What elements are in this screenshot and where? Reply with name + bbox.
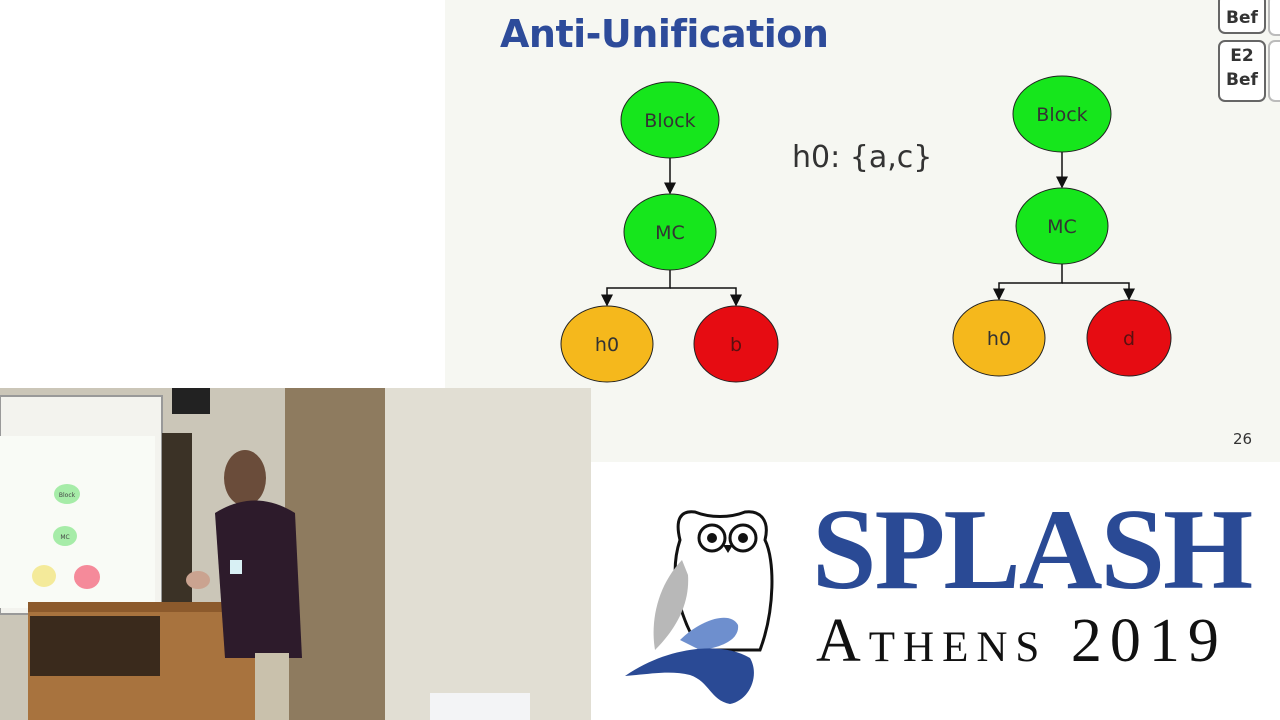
screen-node-label: MC xyxy=(60,534,69,541)
node-label: Block xyxy=(1036,104,1087,126)
node-label: b xyxy=(730,334,742,356)
side-button-stub xyxy=(1268,40,1280,102)
video-frame: Block MC xyxy=(0,388,591,720)
speaker-video: Block MC xyxy=(0,388,591,720)
side-button-bef[interactable]: Bef xyxy=(1218,0,1266,34)
node-mc xyxy=(1015,187,1109,265)
tree-right: Block MC h0 d xyxy=(952,75,1172,377)
side-button-stub xyxy=(1268,0,1280,36)
mapping-label: h0: {a,c} xyxy=(792,140,933,175)
node-label: h0 xyxy=(595,334,619,356)
node-block xyxy=(620,81,720,159)
speaker-head xyxy=(224,450,266,506)
logo-title: SPLASH xyxy=(812,486,1253,614)
node-h0 xyxy=(560,305,654,383)
tree-left: Block MC h0 b xyxy=(560,81,779,383)
edge-mc-leaf xyxy=(670,287,742,307)
edge-mc-h0 xyxy=(993,264,1063,301)
node-label: MC xyxy=(655,222,685,244)
side-button-label: E2 xyxy=(1230,46,1254,66)
screen-node-label: Block xyxy=(59,492,76,499)
node-leaf xyxy=(1086,299,1172,377)
node-mc xyxy=(623,193,717,271)
side-button-label: Bef xyxy=(1226,70,1258,90)
edge-mc-leaf xyxy=(1062,282,1135,301)
node-label: Block xyxy=(644,110,695,132)
node-leaf xyxy=(693,305,779,383)
node-label: d xyxy=(1123,328,1135,350)
edge-mc-h0 xyxy=(601,270,671,307)
side-button-label: Bef xyxy=(1226,8,1258,28)
side-button-e2-bef[interactable]: E2 Bef xyxy=(1218,40,1266,102)
node-label: h0 xyxy=(987,328,1011,350)
slide-number: 26 xyxy=(1233,430,1253,448)
speaker-body xyxy=(215,500,302,658)
node-h0 xyxy=(952,299,1046,377)
owl-logo-icon xyxy=(625,510,774,704)
slide-title: Anti-Unification xyxy=(500,12,829,56)
slide: Anti-Unification h0: {a,c} 26 Bef E2 Bef… xyxy=(445,0,1280,462)
logo-subtitle: Athens 2019 xyxy=(816,607,1227,675)
node-block xyxy=(1012,75,1112,153)
anti-unification-diagram: Block MC h0 b Block MC h0 d xyxy=(560,75,1172,383)
node-label: MC xyxy=(1047,216,1077,238)
